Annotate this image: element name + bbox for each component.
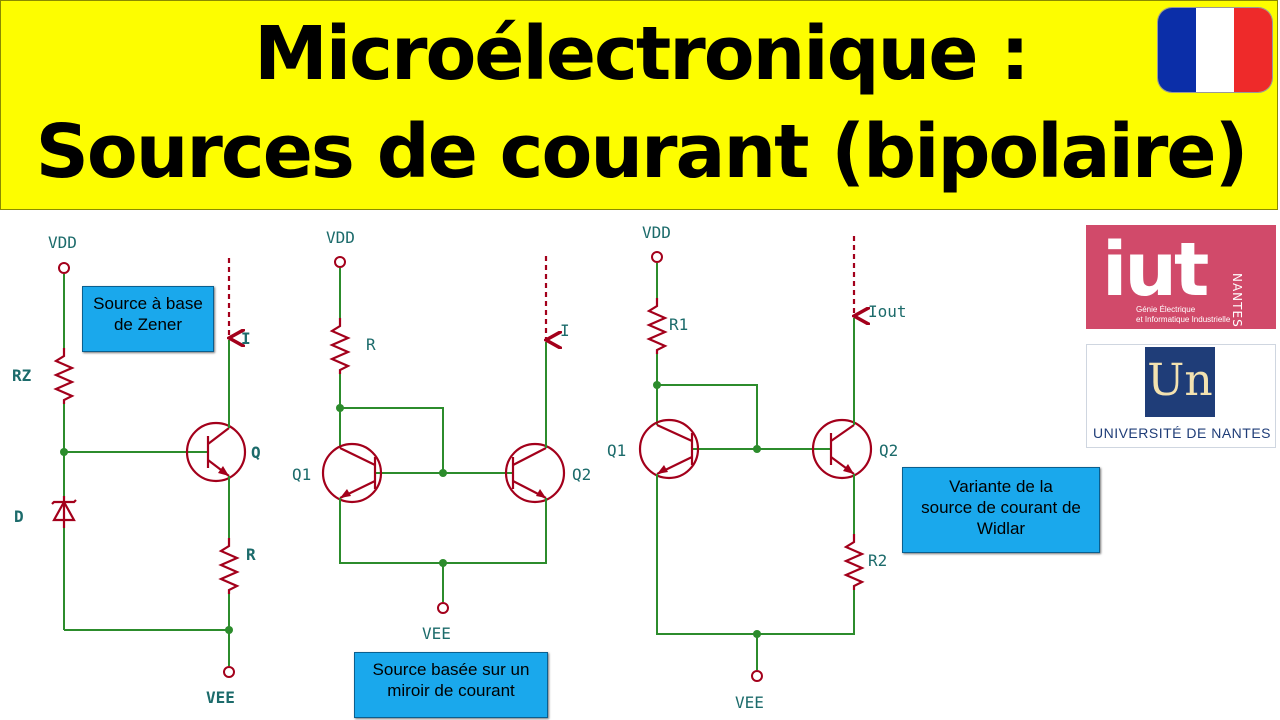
note-widlar-line-1: Variante de la	[949, 477, 1053, 496]
flag-stripe-red	[1234, 8, 1272, 92]
resistor-rz	[53, 348, 75, 404]
iut-logo-city: NANTES	[1230, 273, 1244, 328]
label-vdd: VDD	[642, 223, 671, 242]
label-vee: VEE	[735, 693, 764, 712]
flag-stripe-white	[1196, 8, 1234, 92]
note-zener: Source à base de Zener	[82, 286, 214, 352]
note-widlar: Variante de la source de courant de Widl…	[902, 467, 1100, 553]
label-vdd: VDD	[326, 228, 355, 247]
flag-stripe-blue	[1158, 8, 1196, 92]
note-zener-line-1: Source à base	[93, 294, 203, 313]
universite-nantes-logo: Un UNIVERSITÉ DE NANTES	[1086, 344, 1276, 448]
label-i: I	[560, 321, 570, 340]
iut-nantes-logo: iut NANTES Génie Électrique et Informati…	[1086, 225, 1276, 329]
node-bottom	[225, 626, 233, 634]
node-collector	[336, 404, 344, 412]
iut-logo-subtitle: Génie Électrique et Informatique Industr…	[1136, 305, 1230, 325]
transistor-q1	[638, 418, 700, 480]
universite-logo-name: UNIVERSITÉ DE NANTES	[1092, 425, 1272, 441]
node-bases	[439, 469, 447, 477]
label-i: I	[241, 329, 251, 348]
universite-logo-mark: Un	[1145, 347, 1215, 417]
resistor-r2	[843, 534, 865, 590]
node-emitters	[753, 630, 761, 638]
resistor-r	[329, 318, 351, 374]
iut-logo-subtitle-line-1: Génie Électrique	[1136, 305, 1196, 314]
note-miroir-line-1: Source basée sur un	[372, 660, 530, 679]
label-vee: VEE	[422, 624, 451, 643]
terminal-vdd	[651, 251, 663, 263]
zener-diode-d	[51, 496, 77, 528]
terminal-vdd	[334, 256, 346, 268]
label-r: R	[366, 335, 376, 354]
label-r1: R1	[669, 315, 688, 334]
zener-circuit: VDD VEE RZ D Q R I	[12, 233, 261, 707]
label-rz: RZ	[12, 366, 32, 385]
iut-logo-mark: iut	[1102, 227, 1209, 313]
wire-emitters	[339, 498, 547, 564]
label-r: R	[246, 545, 256, 564]
label-q2: Q2	[879, 441, 898, 460]
page-title-line-1: Microélectronique :	[254, 11, 1030, 97]
note-miroir: Source basée sur un miroir de courant	[354, 652, 548, 718]
resistor-r1	[646, 298, 668, 354]
terminal-vdd	[58, 262, 70, 274]
transistor-q	[185, 421, 247, 483]
french-flag-icon	[1158, 8, 1272, 92]
terminal-vee	[437, 602, 449, 614]
label-vdd: VDD	[48, 233, 77, 252]
node-bases	[753, 445, 761, 453]
transistor-q1	[321, 442, 383, 504]
resistor-r	[218, 538, 240, 594]
terminal-vee	[751, 670, 763, 682]
label-q2: Q2	[572, 465, 591, 484]
title-banner: Microélectronique : Sources de courant (…	[0, 0, 1278, 210]
node-emitters	[439, 559, 447, 567]
note-miroir-line-2: miroir de courant	[387, 681, 515, 700]
transistor-q2	[811, 418, 873, 480]
note-widlar-line-3: Widlar	[976, 519, 1026, 538]
label-q1: Q1	[292, 465, 311, 484]
note-widlar-line-2: source de courant de	[921, 498, 1081, 517]
node-collector	[653, 381, 661, 389]
label-iout: Iout	[868, 302, 907, 321]
transistor-q2	[504, 442, 566, 504]
widlar-circuit: VDD VEE R1 R2 Q1 Q2 Iout	[607, 223, 907, 712]
wire-diode-connect	[657, 384, 758, 449]
page-title-line-2: Sources de courant (bipolaire)	[35, 109, 1249, 195]
label-d: D	[14, 507, 24, 526]
wire-diode-connect	[340, 407, 444, 473]
label-vee: VEE	[206, 688, 235, 707]
label-r2: R2	[868, 551, 887, 570]
label-q: Q	[251, 443, 261, 462]
mirror-circuit: VDD VEE R Q1 Q2 I	[292, 228, 591, 643]
label-q1: Q1	[607, 441, 626, 460]
iut-logo-subtitle-line-2: et Informatique Industrielle	[1136, 315, 1231, 324]
note-zener-line-2: de Zener	[113, 315, 183, 334]
wire-emitters	[656, 474, 855, 635]
terminal-vee	[223, 666, 235, 678]
node-base	[60, 448, 68, 456]
